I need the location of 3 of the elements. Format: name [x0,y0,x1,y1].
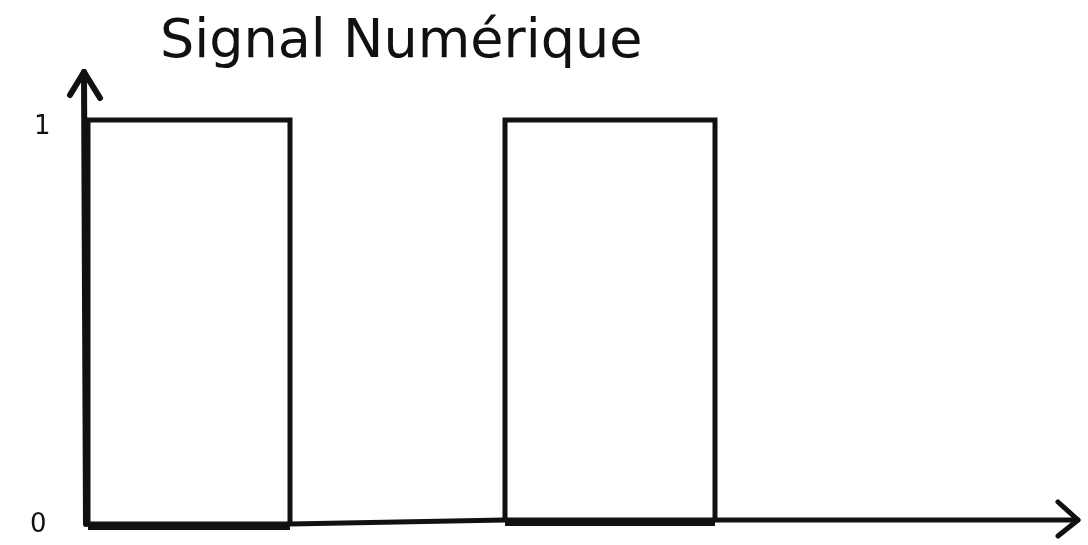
chart-title: Signal Numérique [160,12,643,66]
axis-level-label: 1 [34,112,51,138]
axis-level-label: 0 [30,510,47,536]
